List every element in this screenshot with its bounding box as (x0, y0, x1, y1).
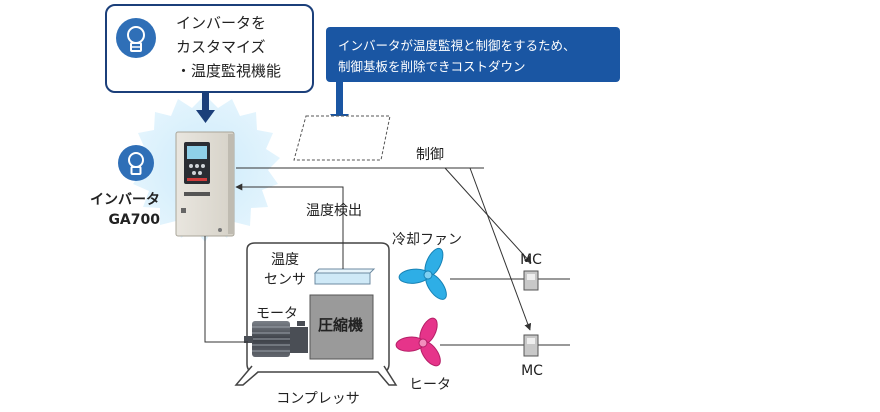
inverter-unit (175, 131, 235, 237)
lightbulb-icon (116, 18, 156, 58)
motor-label: モータ (256, 306, 298, 322)
callout-line-2: カスタマイズ (176, 38, 266, 56)
motor (244, 321, 308, 357)
mc-block-bottom (523, 334, 539, 357)
control-label: 制御 (416, 147, 444, 163)
banner-line-2: 制御基板を削除できコストダウン (338, 59, 526, 74)
removed-control-board (293, 115, 391, 161)
callout-line-3: ・温度監視機能 (176, 62, 281, 80)
callout-box (105, 4, 314, 93)
mc-top-label: MC (520, 252, 542, 268)
compressor-part-label: 圧縮機 (318, 316, 363, 334)
connection-lines (204, 167, 570, 346)
callout-line-1: インバータを (176, 14, 266, 32)
heater-label: ヒータ (409, 377, 451, 393)
cost-down-banner (326, 27, 620, 82)
compressor-body (309, 294, 374, 360)
callout-arrow (196, 92, 215, 123)
temperature-sensor (313, 268, 376, 285)
mc-block-top (523, 270, 539, 291)
compressor-label: コンプレッサ (276, 391, 360, 407)
fan-icon (395, 317, 441, 367)
sensor-label-line-2: センサ (264, 272, 306, 288)
cooling-fan-label: 冷却ファン (392, 232, 462, 248)
inverter-name-line-2: GA700 (108, 212, 160, 228)
fan-icon (398, 247, 447, 300)
temp-detect-label: 温度検出 (306, 203, 362, 219)
mc-bottom-label: MC (521, 363, 543, 379)
lightbulb-icon (118, 145, 154, 181)
banner-line-1: インバータが温度監視と制御をするため、 (338, 38, 576, 53)
inverter-name-line-1: インバータ (90, 192, 160, 208)
sensor-label-line-1: 温度 (271, 252, 299, 268)
